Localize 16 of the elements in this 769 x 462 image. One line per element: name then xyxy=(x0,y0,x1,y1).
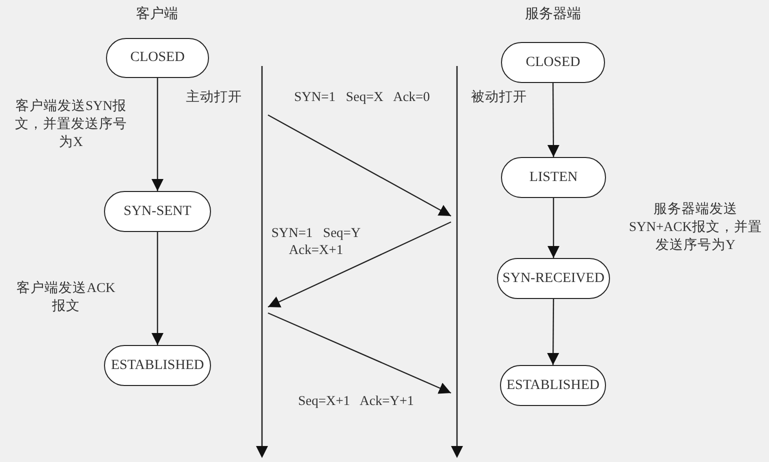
arrow xyxy=(547,83,560,157)
edge-label: 客户端发送ACK报文 xyxy=(14,279,118,315)
state-box: SYN-RECEIVED xyxy=(497,258,610,299)
state-box: SYN-SENT xyxy=(104,191,211,232)
arrow xyxy=(152,78,164,191)
state-box: LISTEN xyxy=(501,157,606,198)
arrow xyxy=(268,312,452,394)
arrow xyxy=(152,232,164,345)
arrow xyxy=(268,221,452,308)
state-box: CLOSED xyxy=(106,38,209,78)
arrow xyxy=(268,114,452,217)
state-box: ESTABLISHED xyxy=(104,345,211,386)
arrow xyxy=(547,299,560,365)
arrow xyxy=(548,198,560,258)
state-box: CLOSED xyxy=(501,42,605,83)
state-box: ESTABLISHED xyxy=(500,365,606,406)
